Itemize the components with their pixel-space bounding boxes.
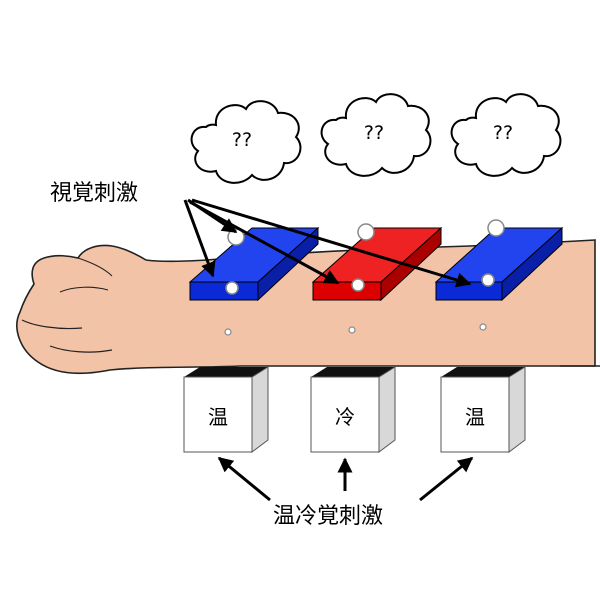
thermal-arrows <box>217 456 474 502</box>
cloud-1-text: ?? <box>232 129 252 151</box>
thermal-box-1: 温 <box>183 366 269 453</box>
cloud-2-text: ?? <box>364 122 384 144</box>
cloud-3: ?? <box>450 93 562 177</box>
thermal-box-3: 温 <box>440 366 526 453</box>
thermal-box-1-label: 温 <box>208 405 228 429</box>
pad-blue-1 <box>188 226 320 302</box>
visual-arrows <box>183 198 472 288</box>
finger-line <box>59 257 113 293</box>
cloud-3-text: ?? <box>493 122 513 144</box>
marker-dots <box>224 219 505 336</box>
thermal-stimulus-label: 温冷覚刺激 <box>273 504 383 529</box>
thermal-box-2-label: 冷 <box>335 405 355 429</box>
cloud-2: ?? <box>320 93 432 177</box>
pad-blue-2 <box>434 226 564 302</box>
thermal-box-3-label: 温 <box>465 405 485 429</box>
visual-stimulus-label: 視覚刺激 <box>50 181 138 206</box>
cloud-1: ?? <box>190 100 302 184</box>
thumb-line <box>21 319 113 353</box>
thermal-box-2: 冷 <box>310 366 396 453</box>
